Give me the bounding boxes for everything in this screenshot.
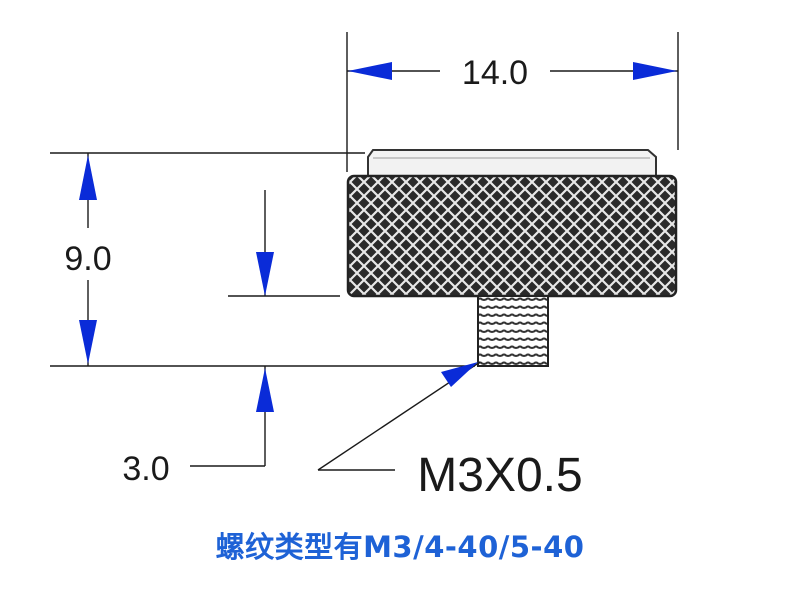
dimension-arrows bbox=[79, 62, 677, 412]
body-arrow-down bbox=[256, 252, 274, 296]
thread-spec-label: M3X0.5 bbox=[417, 449, 582, 502]
threaded-shank bbox=[477, 295, 549, 367]
screw-head-cap bbox=[367, 149, 657, 179]
width-arrow-right bbox=[633, 62, 677, 80]
thumb-screw bbox=[346, 149, 678, 367]
knurled-head bbox=[346, 174, 678, 298]
thread-types-caption: 螺纹类型有M3/4-40/5-40 bbox=[215, 530, 585, 564]
height-arrow-bottom bbox=[79, 320, 97, 364]
width-dimension-label: 14.0 bbox=[462, 54, 528, 92]
height-arrow-top bbox=[79, 155, 97, 200]
leader-arrow bbox=[441, 362, 478, 387]
thread-length-label: 3.0 bbox=[122, 450, 169, 488]
width-arrow-left bbox=[348, 62, 392, 80]
height-dimension-label: 9.0 bbox=[64, 240, 111, 278]
thread-arrow-up bbox=[256, 368, 274, 412]
